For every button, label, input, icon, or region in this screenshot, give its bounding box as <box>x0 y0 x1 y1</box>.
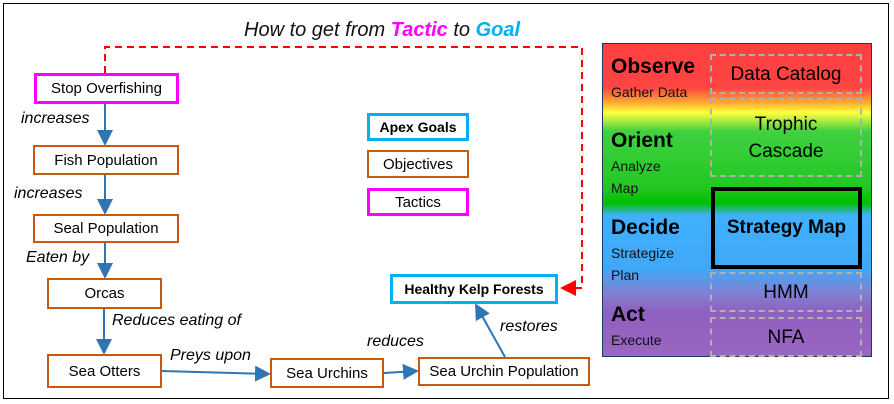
ooda-observe-sub: Gather Data <box>611 84 688 100</box>
edge-label: Reduces eating of <box>112 312 241 329</box>
tactic-to-goal-path <box>104 46 583 296</box>
node-stop-overfishing: Stop Overfishing <box>34 73 179 104</box>
data-catalog-box: Data Catalog <box>710 54 862 94</box>
node-sea-otters: Sea Otters <box>47 354 162 388</box>
edge-label: increases <box>14 185 83 202</box>
ooda-panel: Observe Gather Data Orient Analyze Map D… <box>602 43 872 357</box>
node-fish-population: Fish Population <box>33 145 179 175</box>
ooda-orient-sub: Map <box>611 180 639 196</box>
arrow <box>475 303 506 358</box>
node-seal-population: Seal Population <box>33 214 179 243</box>
legend-apex-goals: Apex Goals <box>367 113 469 141</box>
edge-label: Eaten by <box>26 249 90 266</box>
arrow <box>383 363 419 380</box>
diagram-title: How to get from Tactic to Goal <box>244 19 521 41</box>
ooda-observe: Observe <box>611 55 696 78</box>
edge-label: restores <box>500 318 558 335</box>
node-sea-urchin-population: Sea Urchin Population <box>418 357 590 386</box>
strategy-map-box: Strategy Map <box>711 187 862 269</box>
ooda-orient-sub: Analyze <box>611 158 661 174</box>
arrow <box>161 365 271 382</box>
title-tactic: Tactic <box>390 19 448 41</box>
ooda-act-sub: Execute <box>611 332 662 348</box>
ooda-act: Act <box>611 303 645 326</box>
ooda-decide-sub: Plan <box>611 267 640 283</box>
ooda-decide-sub: Strategize <box>611 245 675 261</box>
ooda-decide: Decide <box>611 216 680 239</box>
hmm-box: HMM <box>710 272 862 312</box>
edge-label: increases <box>21 110 90 127</box>
frame <box>3 3 889 399</box>
legend-objectives: Objectives <box>367 150 469 178</box>
node-healthy-kelp-forests: Healthy Kelp Forests <box>390 274 558 304</box>
node-sea-urchins: Sea Urchins <box>270 358 384 388</box>
ooda-orient: Orient <box>611 129 673 152</box>
nfa-box: NFA <box>710 317 862 357</box>
node-orcas: Orcas <box>47 278 162 309</box>
edge-label: reduces <box>367 333 424 350</box>
title-goal: Goal <box>475 19 521 41</box>
edge-label: Preys upon <box>170 347 251 364</box>
legend-tactics: Tactics <box>367 188 469 216</box>
